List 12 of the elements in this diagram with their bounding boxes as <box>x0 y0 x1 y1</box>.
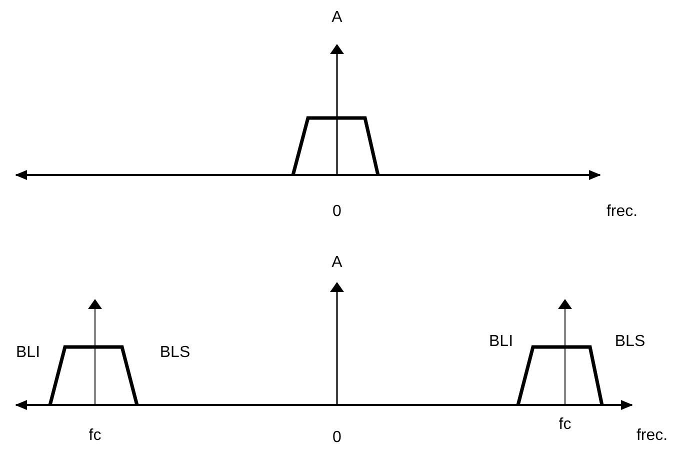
axis-label: BLI <box>489 334 513 350</box>
axis-label: fc <box>88 428 102 444</box>
axis-label: frec. <box>606 204 638 220</box>
axis-label: A <box>332 255 342 271</box>
axis-label: frec. <box>636 428 668 444</box>
axis-label: A <box>332 10 342 26</box>
axis-label: 0 <box>332 430 342 446</box>
axis-label: BLS <box>160 345 190 361</box>
axis-label: fc <box>558 417 572 433</box>
axis-label: BLI <box>16 345 40 361</box>
axis-label: 0 <box>332 204 342 220</box>
axis-label: BLS <box>614 334 646 350</box>
